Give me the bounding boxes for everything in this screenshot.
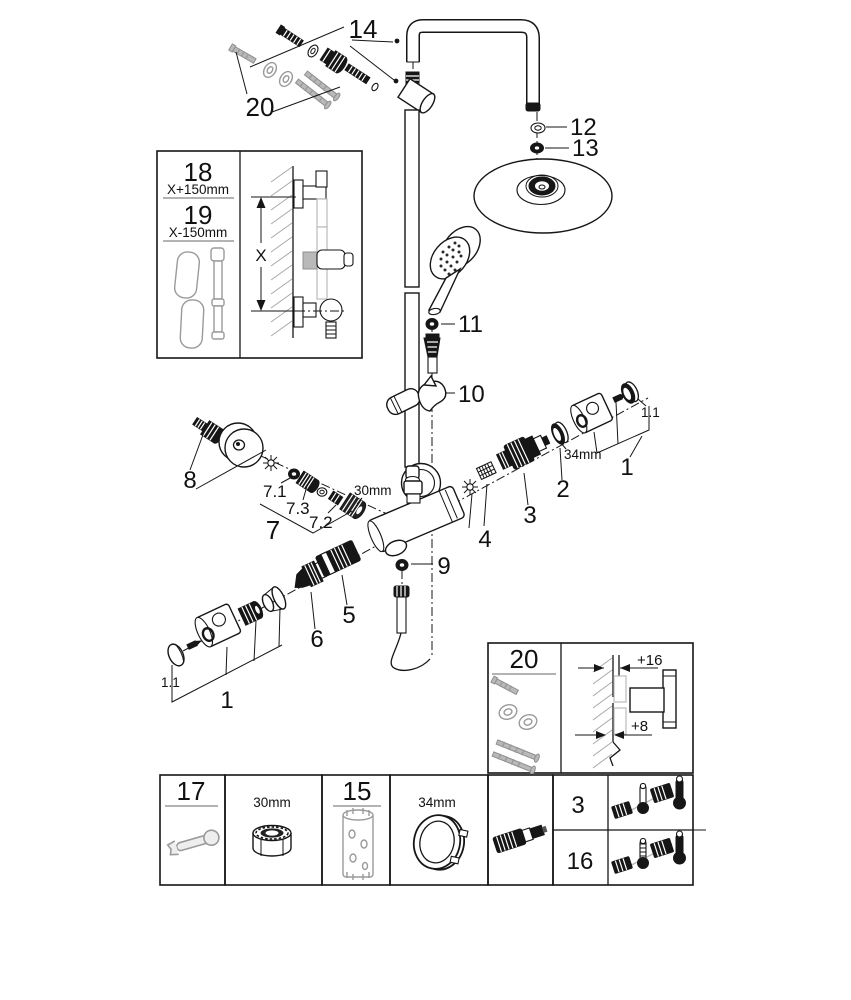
filter-4 [475, 461, 497, 481]
riser-pipe [404, 109, 420, 468]
hose-cone-and-seal: 11 [423, 311, 483, 374]
label-1-b: 1 [220, 687, 233, 714]
outlet-and-hose: 9 [390, 553, 451, 671]
mount-inset-box: 20 [487, 642, 694, 775]
label-30mm: 30mm [354, 483, 392, 498]
nut-b [237, 600, 264, 626]
label-6: 6 [310, 626, 323, 653]
label-8: 8 [183, 467, 196, 494]
knob-group-8: 8 [183, 416, 267, 494]
rail-wall-drawing [270, 166, 354, 339]
label-18-length: X+150mm [167, 182, 229, 197]
label-plus16: +16 [637, 652, 662, 669]
head-seals: 12 13 [530, 114, 599, 162]
fixing-set-20: 20 [228, 43, 341, 122]
bottom-left-train: 6 5 1.1 1 [161, 540, 361, 714]
cap-1-1-b [167, 643, 185, 667]
ring-34mm-icon [412, 814, 469, 871]
hand-shower [427, 225, 481, 316]
s-union-1 [570, 392, 613, 434]
rail-tubes [173, 247, 225, 349]
mount-hardware [490, 675, 540, 775]
tee-connector [397, 71, 436, 114]
label-7: 7 [266, 515, 280, 545]
label-14: 14 [349, 14, 378, 44]
label-4: 4 [478, 526, 491, 553]
tool-15-icon [342, 808, 374, 880]
label-3: 3 [523, 502, 536, 529]
label-1-1-b: 1.1 [161, 675, 180, 690]
coupling-icon [492, 824, 548, 854]
right-train: 4 3 34mm 2 [462, 381, 660, 553]
x-dimension: X [251, 196, 344, 312]
label-20-box: 20 [510, 644, 539, 674]
s-union-1-b [194, 603, 242, 648]
aquadimmer-group-7: 30mm 7.1 7.3 7.2 7 [259, 455, 392, 545]
label-7-1: 7.1 [263, 482, 287, 501]
label-20-top: 20 [246, 92, 275, 122]
ring-2 [551, 421, 569, 445]
spray-face-dots [439, 241, 463, 276]
label-5: 5 [342, 602, 355, 629]
star-washer-4 [462, 479, 478, 495]
label-1: 1 [620, 454, 633, 481]
shower-arm [406, 19, 541, 112]
label-7-2: 7.2 [309, 513, 333, 532]
nut-30mm-icon [252, 824, 292, 857]
label-30mm-cell: 30mm [253, 795, 291, 810]
escutcheon-b [261, 586, 287, 613]
fixing-set-14: 14 [249, 14, 400, 92]
label-17: 17 [177, 776, 206, 806]
cap-1-1 [620, 381, 640, 404]
star-washer [263, 455, 279, 471]
slider-holder: 10 [386, 374, 485, 416]
label-15: 15 [343, 776, 372, 806]
label-12: 12 [570, 114, 597, 141]
label-19-length: X-150mm [169, 225, 228, 240]
label-13: 13 [572, 135, 599, 162]
rail-inset-box: 18 X+150mm 19 X-150mm [156, 150, 363, 359]
label-1-1: 1.1 [641, 405, 660, 420]
label-11: 11 [458, 311, 483, 338]
mount-wall-drawing: +16 +8 [575, 652, 677, 769]
label-18: 18 [184, 157, 213, 187]
label-19: 19 [184, 200, 213, 230]
label-9: 9 [437, 553, 450, 580]
label-plus8: +8 [631, 718, 648, 735]
sleeve-5 [315, 540, 361, 577]
row16-icons [611, 830, 686, 874]
label-x-dim: X [255, 246, 266, 265]
label-34mm: 34mm [564, 447, 602, 462]
wrench-icon [166, 829, 220, 856]
label-10: 10 [458, 381, 485, 408]
row3-icons [611, 775, 686, 819]
label-row-3: 3 [571, 792, 584, 819]
label-34mm-cell: 34mm [418, 795, 456, 810]
cartridge-3 [495, 434, 551, 470]
label-row-16: 16 [567, 848, 594, 875]
rain-shower-head [473, 158, 613, 234]
tools-table: 17 30mm 15 34mm [159, 774, 706, 886]
label-2: 2 [556, 476, 569, 503]
thermostat-body [367, 462, 465, 557]
label-7-3: 7.3 [286, 499, 310, 518]
